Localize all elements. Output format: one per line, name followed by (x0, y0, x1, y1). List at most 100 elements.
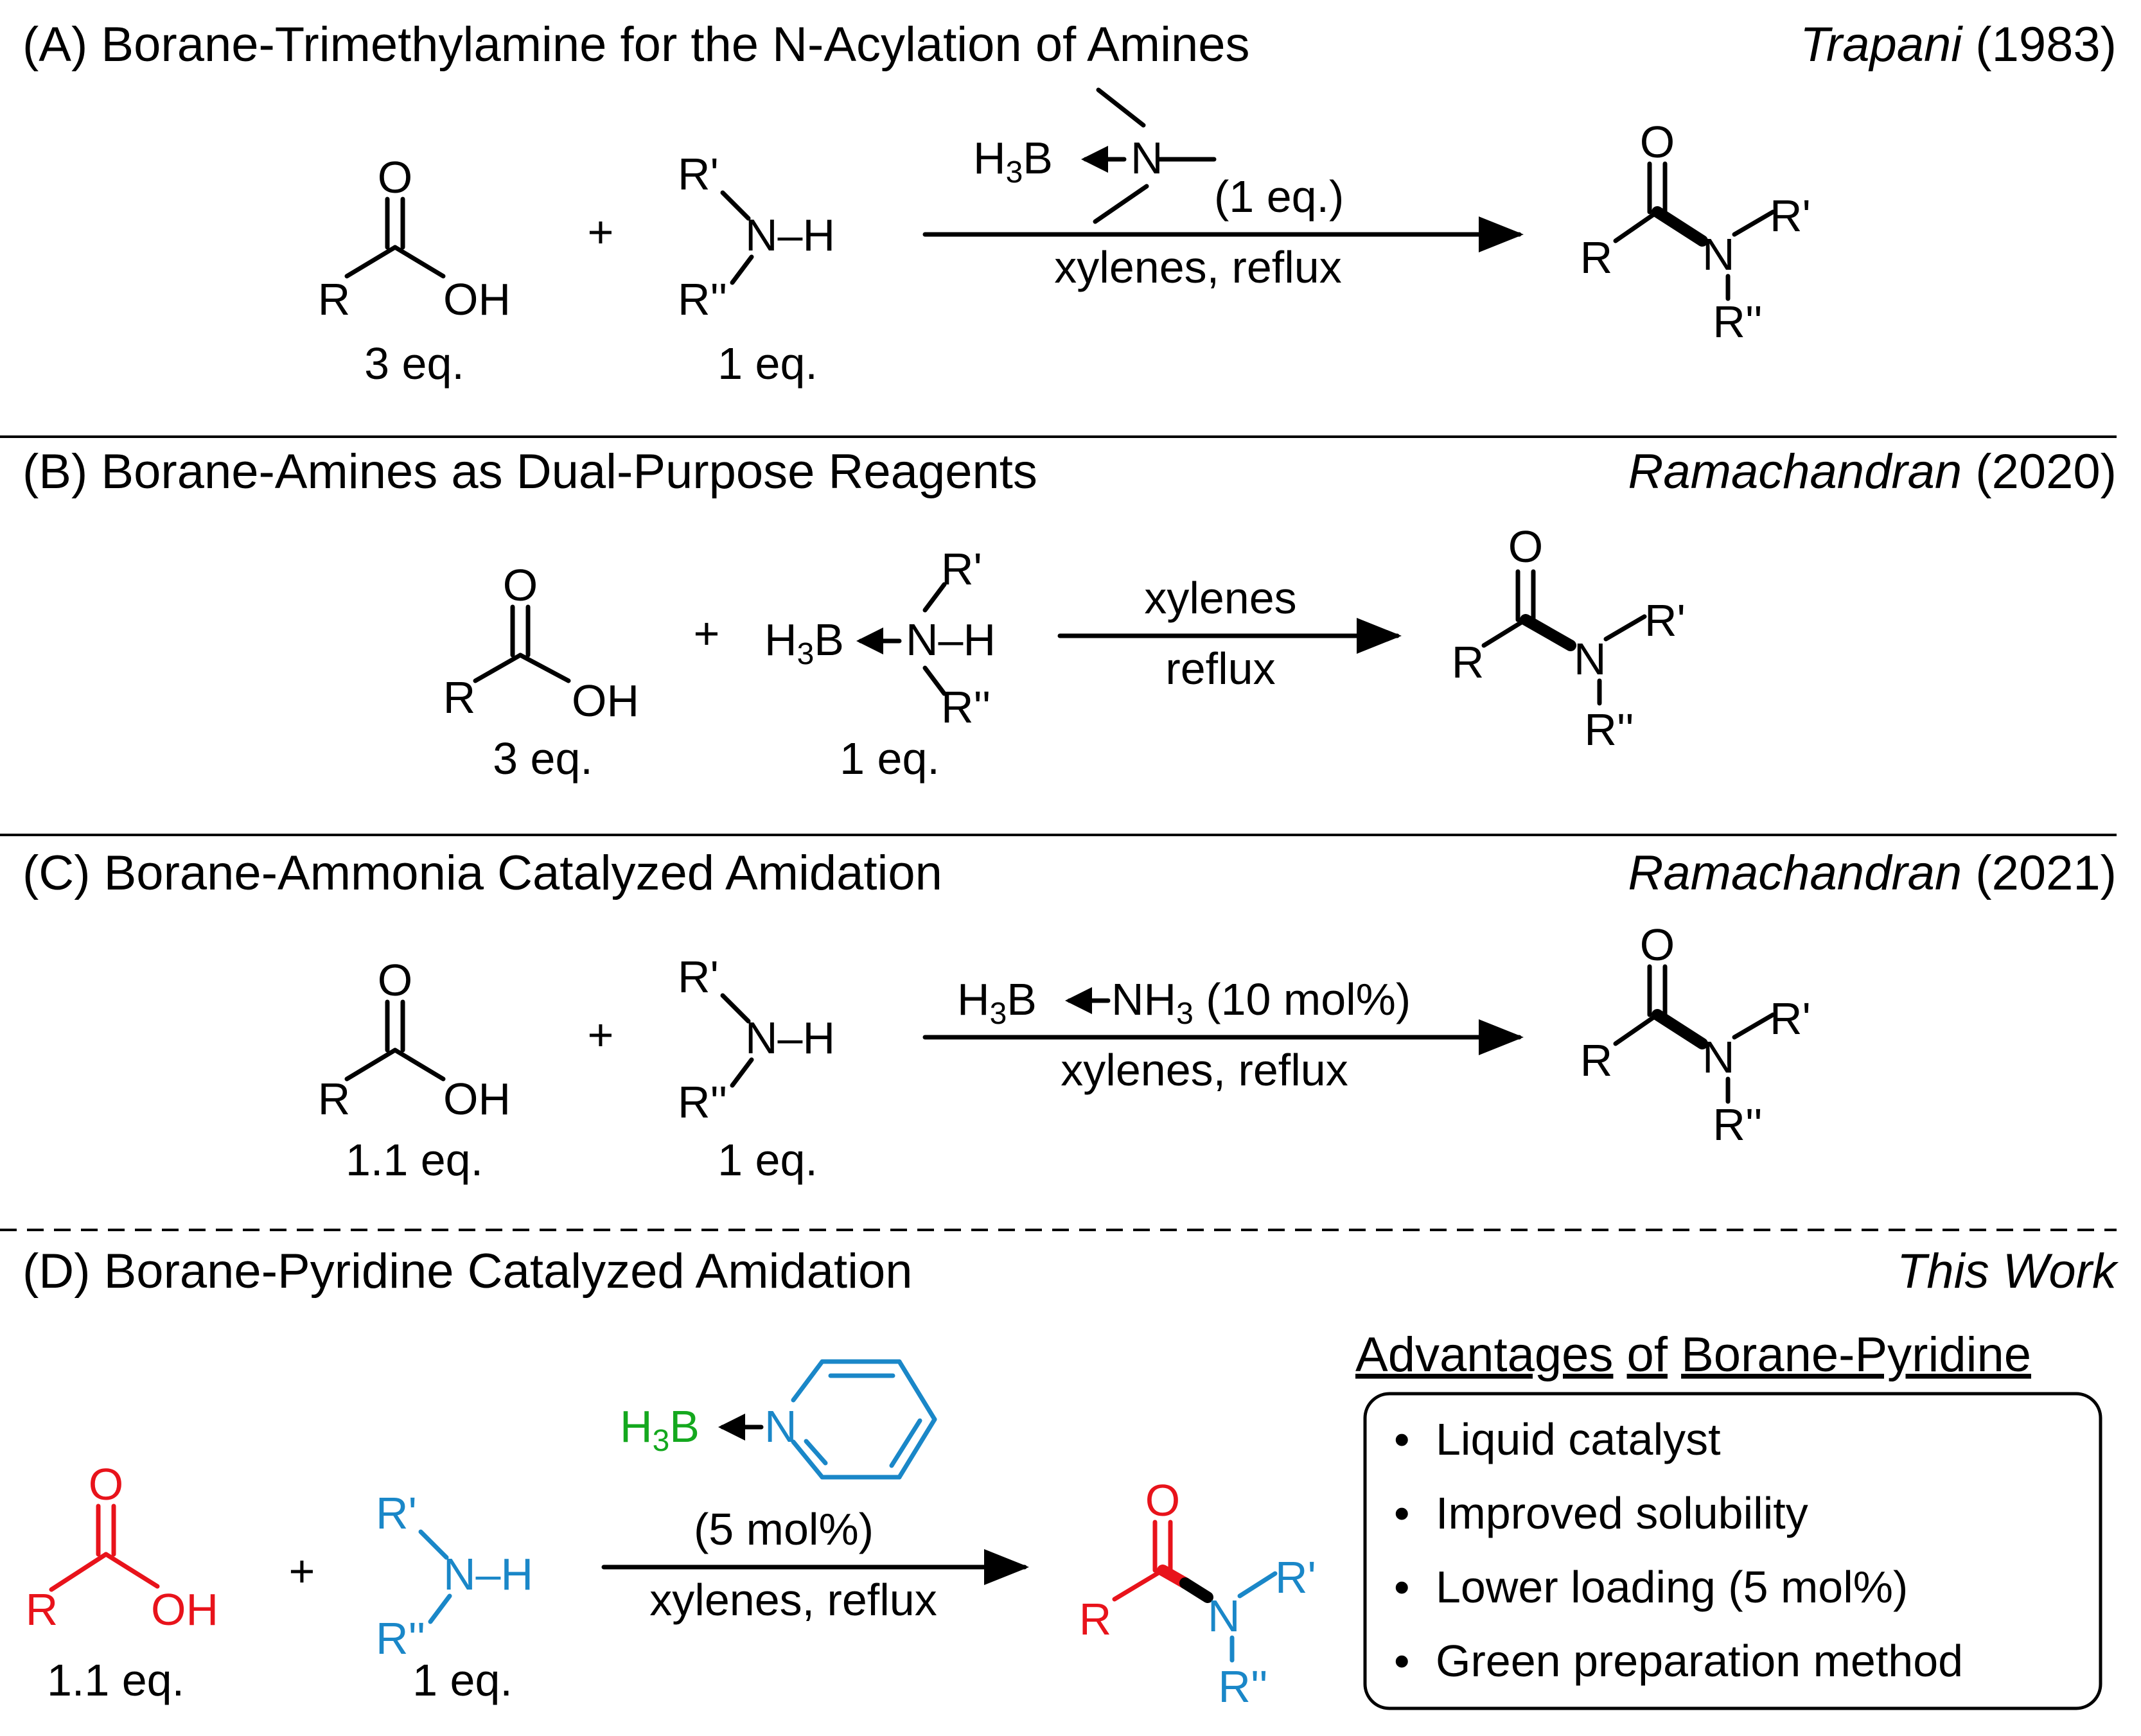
amine-d: R' N–H R'' 1 eq. (376, 1488, 533, 1705)
r-double-prime-label: R'' (1713, 297, 1762, 347)
r-double-prime-label: R'' (376, 1613, 425, 1663)
catalyst-loading: (5 mol%) (694, 1504, 874, 1554)
amide-product-a: O R N R' R'' (1580, 117, 1811, 347)
carboxylic-acid-c: O R OH 1.1 eq. (318, 955, 511, 1185)
advantages-panel: Advantages of Borane-Pyridine • Liquid c… (1355, 1328, 2102, 1710)
section-b-title: (B) Borane-Amines as Dual-Purpose Reagen… (22, 444, 1037, 499)
borane-trimethylamine: H3B N (1 eq.) (973, 87, 1344, 224)
advantage-item: • Improved solubility (1394, 1488, 1808, 1538)
oh-label: OH (443, 274, 511, 324)
r-prime-label: R' (1644, 595, 1686, 645)
r-prime-label: R' (376, 1488, 417, 1538)
nh-label: N–H (443, 1549, 533, 1599)
bullet-icon: • (1394, 1562, 1410, 1612)
r-prime-label: R' (678, 952, 719, 1002)
section-b-reference: Ramachandran (2020) (1628, 444, 2117, 499)
acid-equivalents: 1.1 eq. (346, 1135, 483, 1185)
r-double-prime-label: R'' (678, 1077, 727, 1127)
n-label: N (1208, 1591, 1240, 1641)
nh3-label: NH3 (10 mol%) (1111, 974, 1411, 1031)
borane-pyridine-catalyst: H3B N (5 mol%) (620, 1359, 937, 1554)
r-prime-label: R' (1770, 994, 1811, 1044)
borane-ammonia-catalyst: H3B NH3 (10 mol%) (957, 974, 1411, 1031)
plus-sign: + (588, 1010, 614, 1060)
r-label: R (1580, 1035, 1613, 1085)
advantage-text: Lower loading (5 mol%) (1436, 1562, 1908, 1612)
nh-label: N–H (906, 615, 996, 665)
h3b-label: H3B (957, 974, 1037, 1031)
bullet-icon: • (1394, 1488, 1410, 1538)
plus-sign: + (694, 608, 720, 658)
r-label: R (443, 672, 476, 723)
r-label: R (26, 1584, 58, 1635)
pyridine-ring (791, 1359, 937, 1480)
h3b-label: H3B (620, 1401, 700, 1458)
section-a: (A) Borane-Trimethylamine for the N-Acyl… (22, 17, 2117, 389)
advantage-text: Improved solubility (1436, 1488, 1808, 1538)
oxygen-label: O (1640, 920, 1675, 970)
oxygen-label: O (89, 1459, 123, 1509)
r-prime-label: R' (1770, 191, 1811, 241)
r-double-prime-label: R'' (941, 682, 991, 732)
bullet-icon: • (1394, 1636, 1410, 1686)
r-prime-label: R' (941, 544, 982, 594)
h3b-label: H3B (973, 133, 1053, 189)
r-label: R (318, 274, 351, 324)
oh-label: OH (443, 1074, 511, 1124)
r-label: R (1079, 1594, 1112, 1644)
oxygen-label: O (378, 955, 412, 1005)
amide-product-c: O R N R' R'' (1580, 920, 1811, 1150)
conditions-c: xylenes, reflux (1061, 1045, 1348, 1095)
oxygen-label: O (1145, 1475, 1180, 1525)
oxygen-label: O (378, 152, 412, 202)
oxygen-label: O (503, 560, 538, 610)
nh-label: N–H (745, 1013, 835, 1063)
amine-c: R' N–H R'' 1 eq. (678, 952, 835, 1185)
section-a-reference: Trapani (1983) (1800, 17, 2117, 72)
advantage-item: • Lower loading (5 mol%) (1394, 1562, 1908, 1612)
h3b-label: H3B (764, 615, 844, 671)
r-double-prime-label: R'' (678, 274, 727, 324)
section-c: (C) Borane-Ammonia Catalyzed Amidation R… (22, 846, 2117, 1185)
r-label: R (1580, 232, 1613, 283)
section-a-title: (A) Borane-Trimethylamine for the N-Acyl… (22, 17, 1250, 72)
oxygen-label: O (1508, 522, 1543, 572)
r-double-prime-label: R'' (1218, 1661, 1267, 1712)
oxygen-label: O (1640, 117, 1675, 167)
plus-sign: + (588, 207, 614, 257)
r-double-prime-label: R'' (1584, 705, 1634, 755)
section-d: (D) Borane-Pyridine Catalyzed Amidation … (22, 1244, 2119, 1712)
amine-equivalents: 1 eq. (412, 1655, 513, 1705)
section-d-reference: This Work (1897, 1244, 2119, 1299)
amide-product-d: O R N R' R'' (1079, 1475, 1316, 1712)
carboxylic-acid-d: O R OH 1.1 eq. (26, 1459, 218, 1705)
pyridine-n-label: N (764, 1401, 797, 1451)
advantages-title: Advantages of Borane-Pyridine (1355, 1328, 2031, 1382)
n-label: N (1574, 634, 1607, 684)
carboxylic-acid-b: O R OH 3 eq. (443, 560, 639, 784)
advantages-box (1363, 1392, 2102, 1710)
section-c-reference: Ramachandran (2021) (1628, 846, 2117, 900)
borane-amine-b: H3B N–H R' R'' 1 eq. (764, 544, 996, 784)
carboxylic-acid-a: O R OH 3 eq. (318, 152, 511, 389)
acid-equivalents: 3 eq. (364, 338, 464, 389)
conditions-a: xylenes, reflux (1054, 242, 1341, 292)
acid-equivalents: 3 eq. (493, 733, 593, 784)
reagent-equivalents: (1 eq.) (1214, 171, 1344, 222)
plus-sign: + (289, 1546, 315, 1596)
advantage-text: Green preparation method (1436, 1636, 1963, 1686)
oh-label: OH (151, 1584, 218, 1635)
advantage-text: Liquid catalyst (1436, 1414, 1721, 1464)
section-c-title: (C) Borane-Ammonia Catalyzed Amidation (22, 846, 942, 900)
amine-a: R' N–H R'' 1 eq. (678, 149, 835, 389)
amine-equivalents: 1 eq. (718, 1135, 818, 1185)
r-prime-label: R' (1275, 1552, 1316, 1602)
amide-product-b: O R N R' R'' (1452, 522, 1686, 755)
advantage-item: • Green preparation method (1394, 1636, 1963, 1686)
r-double-prime-label: R'' (1713, 1100, 1762, 1150)
r-label: R (318, 1074, 351, 1124)
bullet-icon: • (1394, 1414, 1410, 1464)
amine-equivalents: 1 eq. (840, 733, 940, 784)
section-d-title: (D) Borane-Pyridine Catalyzed Amidation (22, 1244, 913, 1299)
